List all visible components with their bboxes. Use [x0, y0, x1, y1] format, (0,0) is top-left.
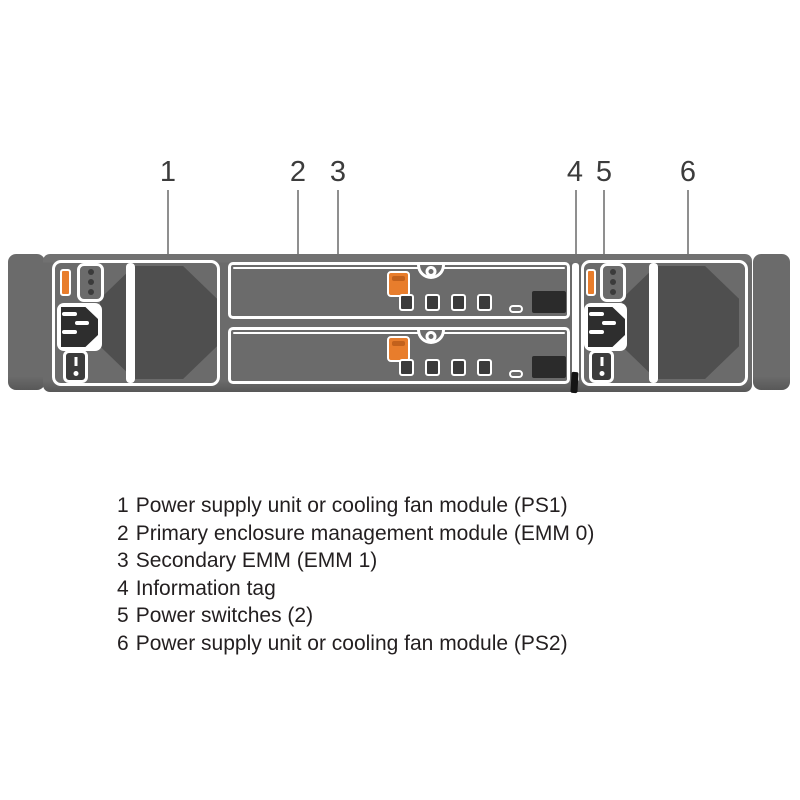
- emm-led-icon: [509, 305, 523, 313]
- latch-slot: [392, 276, 405, 281]
- cooling-fan-icon-ps2: [622, 266, 739, 379]
- status-led-panel-ps2: [600, 263, 626, 302]
- rack-flange-left: [8, 254, 45, 390]
- release-latch-icon-ps2: [586, 269, 596, 296]
- callout-number-2: 2: [289, 156, 307, 188]
- legend-num: 3: [117, 549, 129, 572]
- power-inlet-icon-ps2: [584, 303, 627, 351]
- switch-on-mark: [600, 357, 603, 366]
- power-switch-icon-ps2: [589, 350, 614, 383]
- legend-text: Power supply unit or cooling fan module …: [135, 631, 568, 655]
- release-latch-icon-emm0: [387, 271, 410, 297]
- emm-top-edge: [233, 267, 565, 269]
- latch-slot: [392, 341, 405, 346]
- status-led-icon: [87, 289, 94, 295]
- callout-line-6: [687, 190, 689, 294]
- legend-text: Secondary EMM (EMM 1): [135, 549, 378, 572]
- emm1-module: [228, 327, 570, 384]
- status-led-icon: [610, 279, 616, 285]
- emm-port-icon: [425, 359, 440, 376]
- legend-num: 6: [117, 631, 129, 655]
- power-switch-icon-ps1: [63, 350, 88, 383]
- callout-number-6: 6: [679, 156, 697, 188]
- emm-port-icon: [477, 359, 492, 376]
- psu-handle-ps2: [649, 263, 658, 383]
- inlet-pin: [62, 330, 77, 334]
- status-led-icon: [610, 269, 616, 275]
- inlet-pin: [589, 330, 604, 334]
- callout-number-3: 3: [329, 156, 347, 188]
- legend-num: 4: [117, 576, 129, 600]
- emm0-module: [228, 262, 570, 319]
- release-latch-icon-emm1: [387, 336, 410, 362]
- callout-line-2: [297, 190, 299, 294]
- legend-item-3: 3 Secondary EMM (EMM 1): [117, 547, 594, 575]
- switch-on-mark: [74, 357, 77, 366]
- callout-number-4: 4: [566, 156, 584, 188]
- callout-number-5: 5: [595, 156, 613, 188]
- callout-number-1: 1: [159, 156, 177, 188]
- emm-port-icon: [451, 294, 466, 311]
- cooling-fan-icon-ps1: [100, 266, 217, 379]
- emm-port-icon: [477, 294, 492, 311]
- emm-top-edge: [233, 332, 565, 334]
- legend-item-5: 5 Power switches (2): [117, 602, 594, 630]
- legend-num: 2: [117, 521, 129, 545]
- inlet-pin: [589, 312, 604, 316]
- legend-text: Primary enclosure management module (EMM…: [135, 521, 595, 545]
- callout-line-1: [167, 190, 169, 294]
- emm-port-icon: [399, 294, 414, 311]
- legend-num: 1: [117, 494, 129, 517]
- legend-text: Power switches (2): [135, 604, 314, 627]
- legend-num: 5: [117, 604, 129, 627]
- emm-port-icon: [451, 359, 466, 376]
- status-led-icon: [87, 279, 94, 285]
- emm-led-icon: [509, 370, 523, 378]
- thumb-notch-inner: [425, 331, 437, 342]
- emm-blank-port: [532, 291, 566, 313]
- legend-item-1: 1 Power supply unit or cooling fan module…: [117, 492, 594, 520]
- inlet-pin: [75, 321, 89, 325]
- legend-text: Power supply unit or cooling fan module …: [135, 494, 568, 517]
- thumb-notch-icon: [417, 265, 445, 279]
- inlet-pin: [62, 312, 77, 316]
- legend-text: Information tag: [135, 576, 276, 600]
- release-latch-icon-ps1: [60, 269, 71, 296]
- power-inlet-icon-ps1: [57, 303, 102, 351]
- switch-off-mark: [599, 371, 604, 376]
- rack-flange-right: [753, 254, 790, 390]
- status-led-icon: [87, 269, 94, 275]
- emm-port-icon: [425, 294, 440, 311]
- information-tag: [572, 263, 579, 382]
- psu-module-ps2: [581, 260, 748, 386]
- thumb-notch-icon: [417, 330, 445, 344]
- inlet-pin: [602, 321, 616, 325]
- thumb-notch-inner: [425, 266, 437, 277]
- status-led-panel-ps1: [77, 263, 104, 302]
- information-tag-tip: [570, 371, 579, 394]
- status-led-icon: [610, 289, 616, 295]
- psu-module-ps1: [52, 260, 220, 386]
- switch-off-mark: [73, 371, 78, 376]
- psu-handle-ps1: [126, 263, 135, 383]
- emm-port-icon: [399, 359, 414, 376]
- emm-blank-port: [532, 356, 566, 378]
